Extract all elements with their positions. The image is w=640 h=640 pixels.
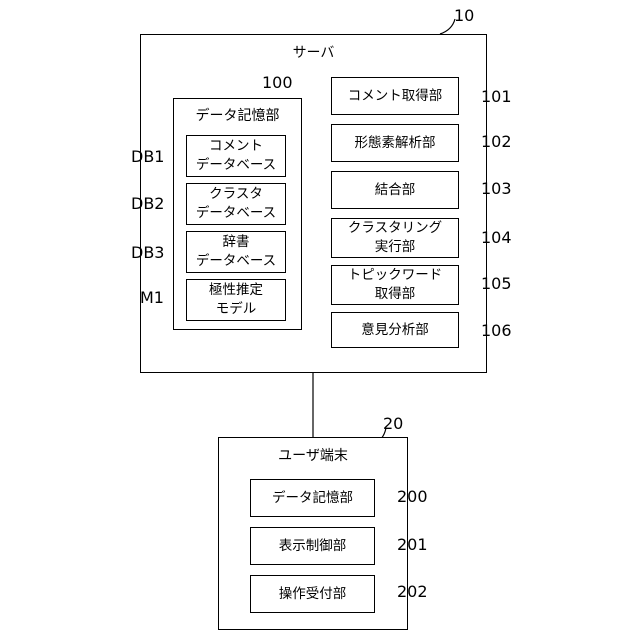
opinion-analysis-unit: 意見分析部 bbox=[331, 312, 459, 348]
clustering-execution-unit: クラスタリング 実行部 bbox=[331, 218, 459, 258]
unit-103-label: 結合部 bbox=[375, 181, 416, 200]
dictionary-database-line2: データベース bbox=[196, 252, 276, 271]
comment-database-line1: コメント bbox=[209, 137, 263, 156]
server-title: サーバ bbox=[140, 42, 487, 62]
unit-200-ref: 200 bbox=[397, 487, 428, 506]
combining-unit: 結合部 bbox=[331, 171, 459, 209]
server-ref: 10 bbox=[454, 6, 474, 25]
comment-database: コメント データベース bbox=[186, 135, 286, 177]
unit-101-ref: 101 bbox=[481, 87, 512, 106]
unit-101-label: コメント取得部 bbox=[348, 87, 443, 106]
storage-title: データ記憶部 bbox=[173, 105, 302, 125]
db1-ref: DB1 bbox=[131, 147, 164, 166]
unit-104-ref: 104 bbox=[481, 228, 512, 247]
unit-106-ref: 106 bbox=[481, 321, 512, 340]
morphological-analysis-unit: 形態素解析部 bbox=[331, 124, 459, 162]
unit-104-line2: 実行部 bbox=[375, 238, 416, 257]
topic-word-acquisition-unit: トピックワード 取得部 bbox=[331, 265, 459, 305]
polarity-model-line2: モデル bbox=[216, 300, 257, 319]
terminal-ref: 20 bbox=[383, 414, 403, 433]
db3-ref: DB3 bbox=[131, 243, 164, 262]
unit-202-ref: 202 bbox=[397, 582, 428, 601]
cluster-database: クラスタ データベース bbox=[186, 183, 286, 225]
unit-104-line1: クラスタリング bbox=[348, 219, 442, 238]
unit-105-line1: トピックワード bbox=[348, 266, 443, 285]
m1-ref: M1 bbox=[140, 288, 164, 307]
unit-200-label: データ記憶部 bbox=[272, 489, 353, 508]
dictionary-database: 辞書 データベース bbox=[186, 231, 286, 273]
unit-102-ref: 102 bbox=[481, 132, 512, 151]
unit-103-ref: 103 bbox=[481, 179, 512, 198]
operation-reception-unit: 操作受付部 bbox=[250, 575, 375, 613]
cluster-database-line2: データベース bbox=[196, 204, 276, 223]
comment-database-line2: データベース bbox=[196, 156, 276, 175]
unit-201-ref: 201 bbox=[397, 535, 428, 554]
unit-105-line2: 取得部 bbox=[375, 285, 416, 304]
terminal-title: ユーザ端末 bbox=[218, 445, 408, 465]
db2-ref: DB2 bbox=[131, 194, 164, 213]
unit-202-label: 操作受付部 bbox=[279, 585, 347, 604]
unit-106-label: 意見分析部 bbox=[361, 321, 429, 340]
dictionary-database-line1: 辞書 bbox=[223, 233, 250, 252]
polarity-model-line1: 極性推定 bbox=[209, 281, 263, 300]
display-control-unit: 表示制御部 bbox=[250, 527, 375, 565]
storage-ref: 100 bbox=[262, 73, 293, 92]
terminal-data-storage-unit: データ記憶部 bbox=[250, 479, 375, 517]
unit-102-label: 形態素解析部 bbox=[355, 134, 436, 153]
unit-105-ref: 105 bbox=[481, 274, 512, 293]
polarity-model: 極性推定 モデル bbox=[186, 279, 286, 321]
comment-acquisition-unit: コメント取得部 bbox=[331, 77, 459, 115]
unit-201-label: 表示制御部 bbox=[279, 537, 347, 556]
cluster-database-line1: クラスタ bbox=[209, 185, 263, 204]
